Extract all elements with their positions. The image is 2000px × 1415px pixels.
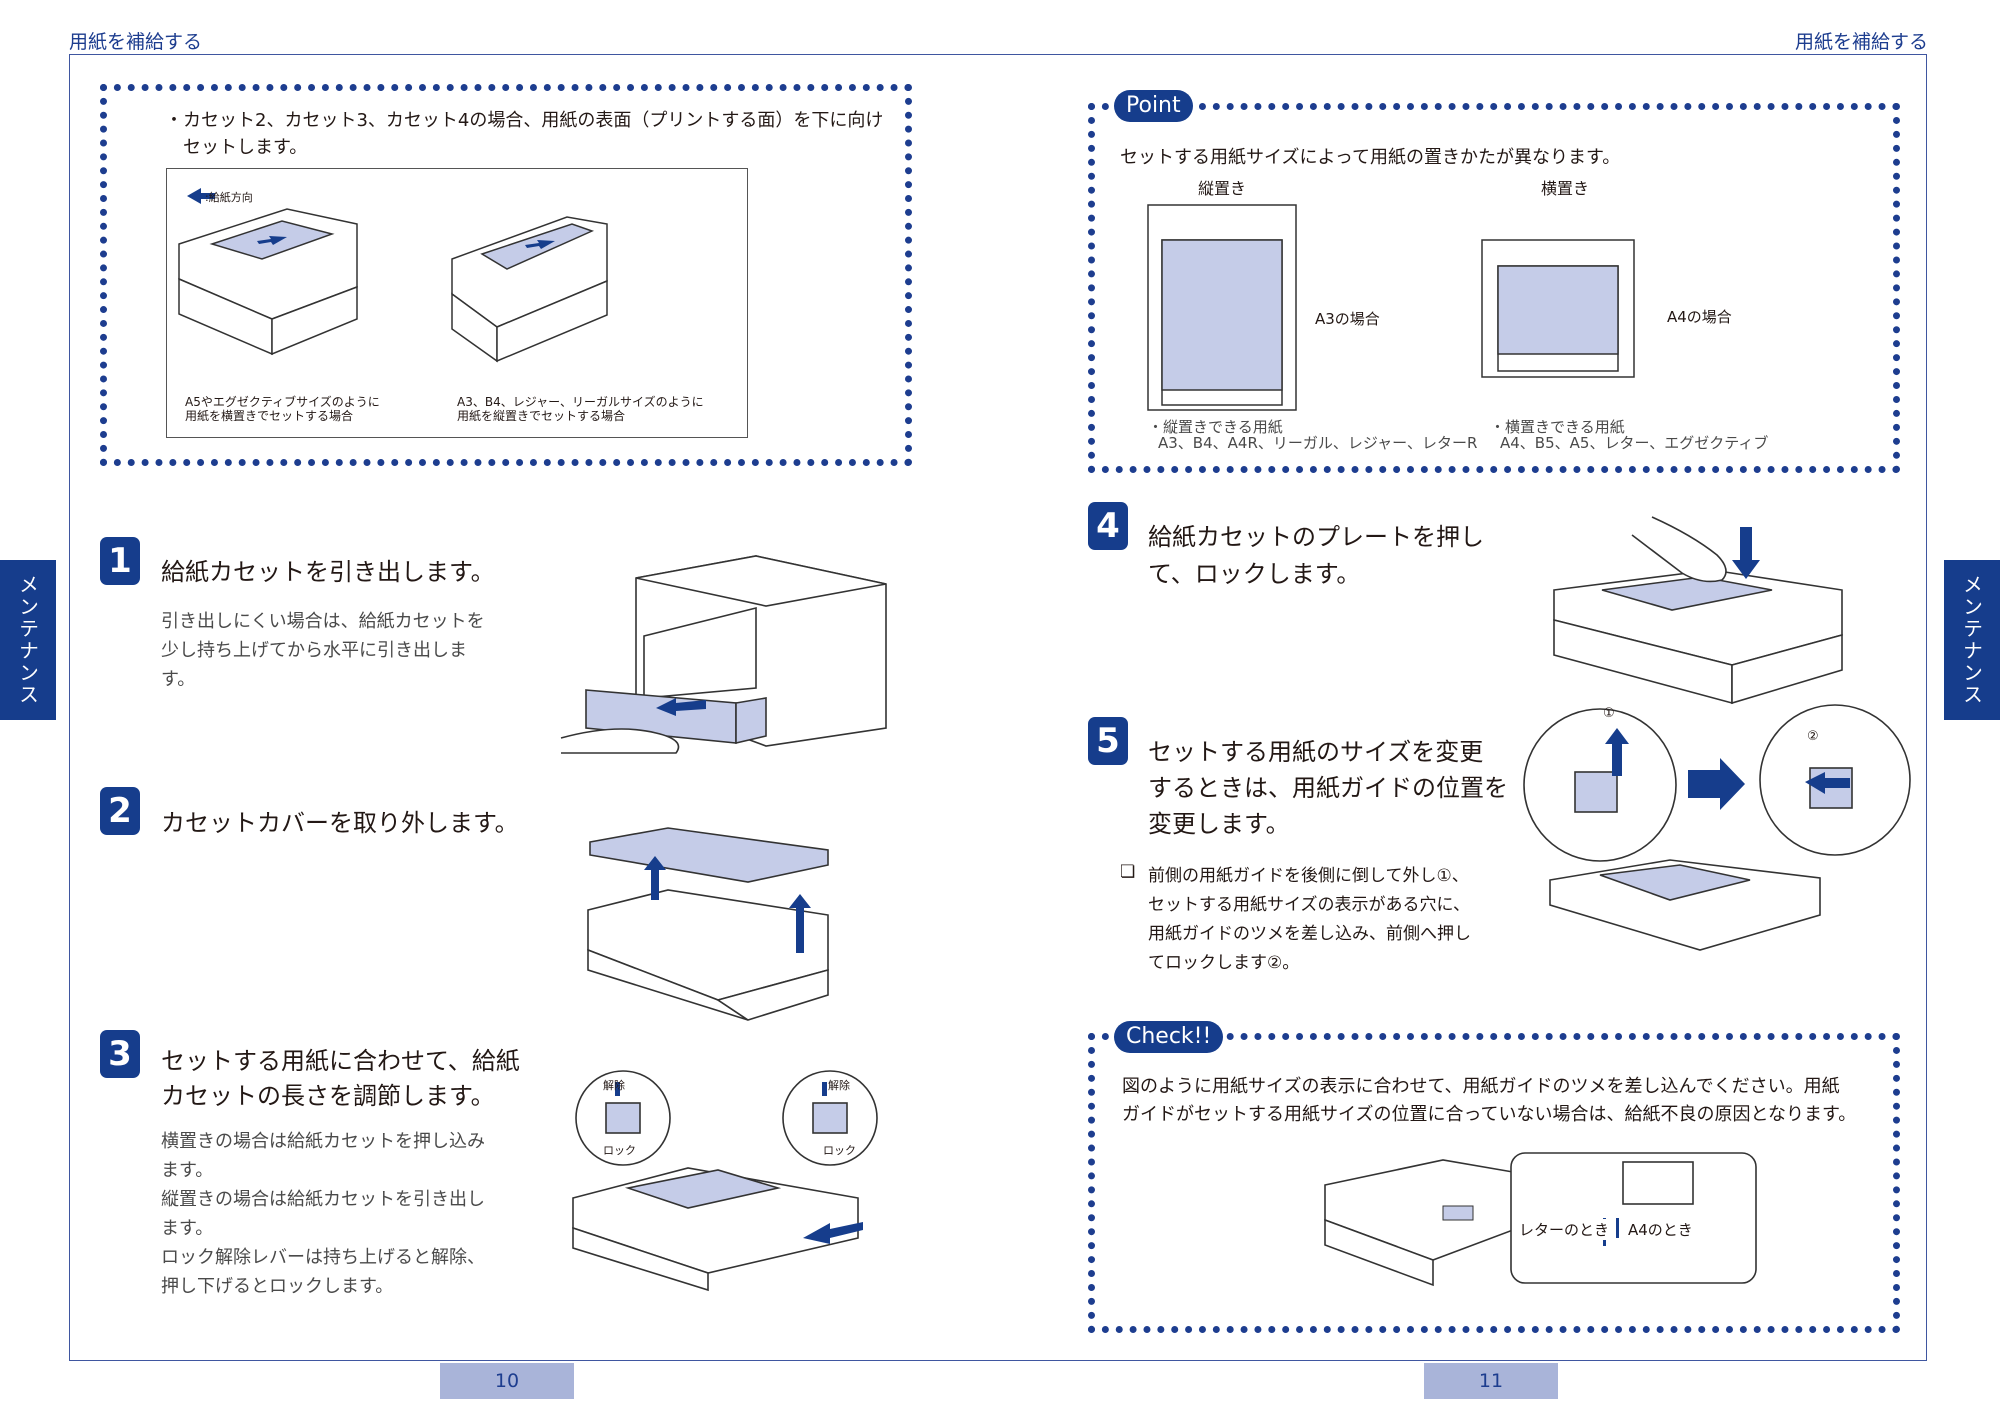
step-5-number: 5	[1088, 717, 1128, 765]
step-2-title: カセットカバーを取り外します。	[161, 809, 519, 837]
step-3-body-3: 縦置きの場合は給紙カセットを引き出し	[161, 1189, 485, 1210]
step-5-title-3: 変更します。	[1148, 810, 1290, 838]
circle-number-2: ②	[1807, 729, 1819, 744]
step-1-number: 1	[100, 537, 140, 585]
a3-label: A3の場合	[1315, 310, 1380, 328]
a4-label: A4の場合	[1667, 308, 1732, 326]
landscape-title: 横置き	[1541, 179, 1590, 198]
cassette-left	[178, 208, 358, 356]
note-text-line2: セットします。	[183, 137, 308, 158]
step-1-title: 給紙カセットを引き出します。	[161, 558, 495, 586]
portrait-list-title: ・縦置きできる用紙	[1148, 418, 1283, 436]
landscape-tray-illustration	[1481, 239, 1635, 378]
page-frame	[69, 54, 1927, 1361]
step-2-number: 2	[100, 787, 140, 835]
step-3-title-2: カセットの長さを調節します。	[161, 1082, 495, 1110]
lift-arrow-right-icon	[796, 905, 804, 953]
release-label-right: 解除	[828, 1079, 850, 1092]
guide-position-illustration	[1324, 1152, 1757, 1287]
feed-direction-arrow-icon	[187, 188, 215, 204]
check-text-2: ガイドがセットする用紙サイズの位置に合っていない場合は、給紙不良の原因となります…	[1122, 1104, 1857, 1125]
step-1-body-1: 引き出しにくい場合は、給紙カセットを	[161, 611, 485, 632]
step-3-body-2: ます。	[161, 1160, 214, 1181]
portrait-list: A3、B4、A4R、リーガル、レジャー、レターR	[1158, 434, 1478, 452]
letter-label: レターのとき	[1519, 1219, 1610, 1240]
printer-illustration	[560, 555, 887, 754]
slide-arrow-icon	[803, 1222, 863, 1244]
step-5-title-1: セットする用紙のサイズを変更	[1148, 738, 1484, 766]
check-text-1: 図のように用紙サイズの表示に合わせて、用紙ガイドのツメを差し込んでください。用紙	[1122, 1076, 1840, 1097]
circle-number-1: ①	[1603, 706, 1615, 721]
step-5-bullet: ❏	[1120, 862, 1136, 882]
paper-guide-illustration	[1523, 704, 1911, 951]
a4-position-label: A4のとき	[1628, 1219, 1693, 1240]
cassette-length-illustration	[572, 1070, 878, 1292]
landscape-list-title: ・横置きできる用紙	[1490, 418, 1625, 436]
step-3-body-6: 押し下げるとロックします。	[161, 1276, 394, 1297]
feed-direction-label: :給紙方向	[205, 191, 253, 204]
cassette-cover-illustration	[587, 827, 829, 1021]
cassette-illustrations	[178, 188, 608, 363]
page-number-left: 10	[440, 1363, 574, 1399]
caption-left-1: A5やエグゼクティブサイズのように	[185, 395, 380, 409]
step-3-body-5: ロック解除レバーは持ち上げると解除、	[161, 1247, 485, 1268]
cassette-orientation-figure: :給紙方向 A5やエグゼクティブサイズのように 用紙を横置きでセットする場合 A…	[166, 168, 748, 438]
point-text: セットする用紙サイズによって用紙の置きかたが異なります。	[1120, 147, 1621, 168]
step-3-body-4: ます。	[161, 1218, 214, 1239]
point-box	[1088, 103, 1900, 473]
step-3-title-1: セットする用紙に合わせて、給紙	[161, 1047, 520, 1075]
pull-arrow-icon	[656, 698, 706, 716]
point-label: Point	[1114, 90, 1193, 122]
note-bullet: ・	[165, 110, 183, 131]
caption-right-2: 用紙を縦置きでセットする場合	[457, 409, 626, 423]
step-1-body-3: す。	[161, 669, 196, 690]
press-arrow-icon	[1740, 527, 1752, 563]
check-box	[1088, 1033, 1900, 1333]
header-right: 用紙を補給する	[1794, 31, 1928, 53]
side-tab-left: メンテナンス	[0, 560, 56, 720]
note-text-line1: カセット2、カセット3、カセット4の場合、用紙の表面（プリントする面）を下に向け	[183, 110, 884, 131]
step-5-body-2: セットする用紙サイズの表示がある穴に、	[1148, 895, 1470, 915]
step-4-title-1: 給紙カセットのプレートを押し	[1148, 523, 1484, 551]
portrait-tray-illustration	[1147, 204, 1297, 411]
portrait-title: 縦置き	[1198, 179, 1247, 198]
caption-left-2: 用紙を横置きでセットする場合	[185, 409, 354, 423]
step-5-body-3: 用紙ガイドのツメを差し込み、前側へ押し	[1148, 924, 1471, 944]
page-number-right: 11	[1424, 1363, 1558, 1399]
landscape-list: A4、B5、A5、レター、エグゼクティブ	[1500, 434, 1769, 452]
next-step-arrow-icon	[1688, 758, 1745, 810]
cassette-right	[451, 216, 608, 363]
lift-guide-arrow-icon	[1612, 740, 1622, 776]
lift-arrow-left-icon	[651, 868, 659, 900]
push-guide-arrow-icon	[1805, 772, 1850, 794]
release-label-left: 解除	[603, 1079, 625, 1092]
step-5-body-4: てロックします②。	[1148, 953, 1300, 973]
check-label: Check!!	[1114, 1021, 1224, 1053]
step-3-body-1: 横置きの場合は給紙カセットを押し込み	[161, 1131, 485, 1152]
note-box	[100, 84, 912, 466]
step-4-number: 4	[1088, 502, 1128, 550]
step-1-body-2: 少し持ち上げてから水平に引き出しま	[161, 640, 467, 661]
lock-label-right: ロック	[823, 1144, 856, 1157]
step-3-number: 3	[100, 1030, 140, 1078]
lock-label-left: ロック	[603, 1144, 636, 1157]
step-5-title-2: するときは、用紙ガイドの位置を	[1148, 774, 1508, 802]
caption-right-1: A3、B4、レジャー、リーガルサイズのように	[457, 395, 704, 409]
step-5-body-1: 前側の用紙ガイドを後側に倒して外し①、	[1148, 866, 1469, 886]
header-left: 用紙を補給する	[69, 31, 203, 53]
side-tab-right: メンテナンス	[1944, 560, 2000, 720]
step-4-title-2: て、ロックします。	[1148, 560, 1361, 588]
press-plate-illustration	[1553, 516, 1843, 705]
